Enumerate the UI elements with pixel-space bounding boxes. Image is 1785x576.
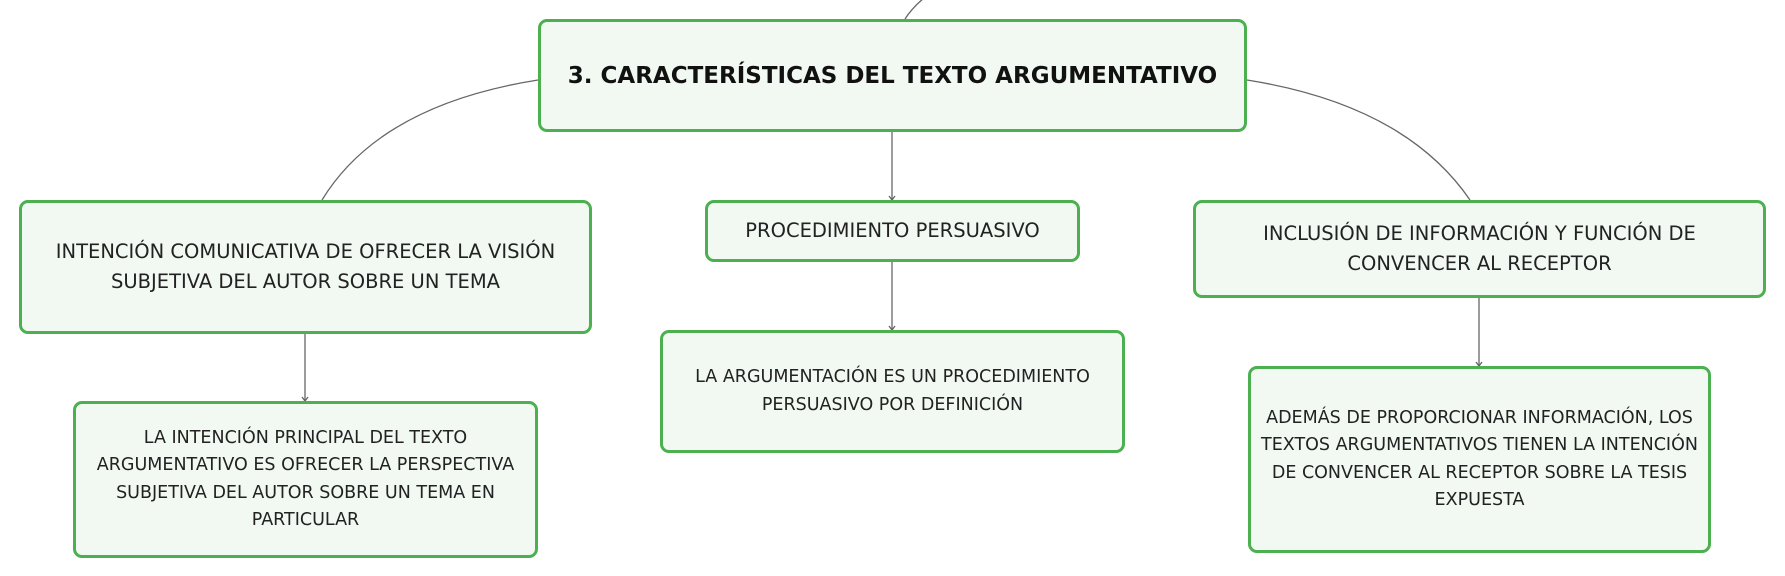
branch-node-inclusion[interactable]: INCLUSIÓN DE INFORMACIÓN Y FUNCIÓN DE CO…: [1193, 200, 1766, 298]
branch-node-intencion[interactable]: INTENCIÓN COMUNICATIVA DE OFRECER LA VIS…: [19, 200, 592, 334]
child-node-procedimiento[interactable]: LA ARGUMENTACIÓN ES UN PROCEDIMIENTO PER…: [660, 330, 1125, 453]
root-node-label: 3. CARACTERÍSTICAS DEL TEXTO ARGUMENTATI…: [567, 62, 1218, 89]
branch-node-label: INTENCIÓN COMUNICATIVA DE OFRECER LA VIS…: [55, 240, 556, 293]
child-node-intencion[interactable]: LA INTENCIÓN PRINCIPAL DEL TEXTO ARGUMEN…: [73, 401, 538, 558]
branch-node-label: INCLUSIÓN DE INFORMACIÓN Y FUNCIÓN DE CO…: [1263, 222, 1696, 275]
connector-root-parent: [904, 0, 923, 20]
connector-root-to-right: [1246, 79, 1471, 201]
child-node-label: ADEMÁS DE PROPORCIONAR INFORMACIÓN, LOS …: [1261, 407, 1698, 511]
child-node-label: LA ARGUMENTACIÓN ES UN PROCEDIMIENTO PER…: [695, 367, 1090, 415]
connector-root-to-left: [321, 79, 539, 201]
child-node-label: LA INTENCIÓN PRINCIPAL DEL TEXTO ARGUMEN…: [96, 427, 515, 531]
branch-node-label: PROCEDIMIENTO PERSUASIVO: [745, 219, 1040, 242]
child-node-inclusion[interactable]: ADEMÁS DE PROPORCIONAR INFORMACIÓN, LOS …: [1248, 366, 1711, 553]
root-node[interactable]: 3. CARACTERÍSTICAS DEL TEXTO ARGUMENTATI…: [538, 19, 1247, 132]
branch-node-procedimiento[interactable]: PROCEDIMIENTO PERSUASIVO: [705, 200, 1080, 262]
